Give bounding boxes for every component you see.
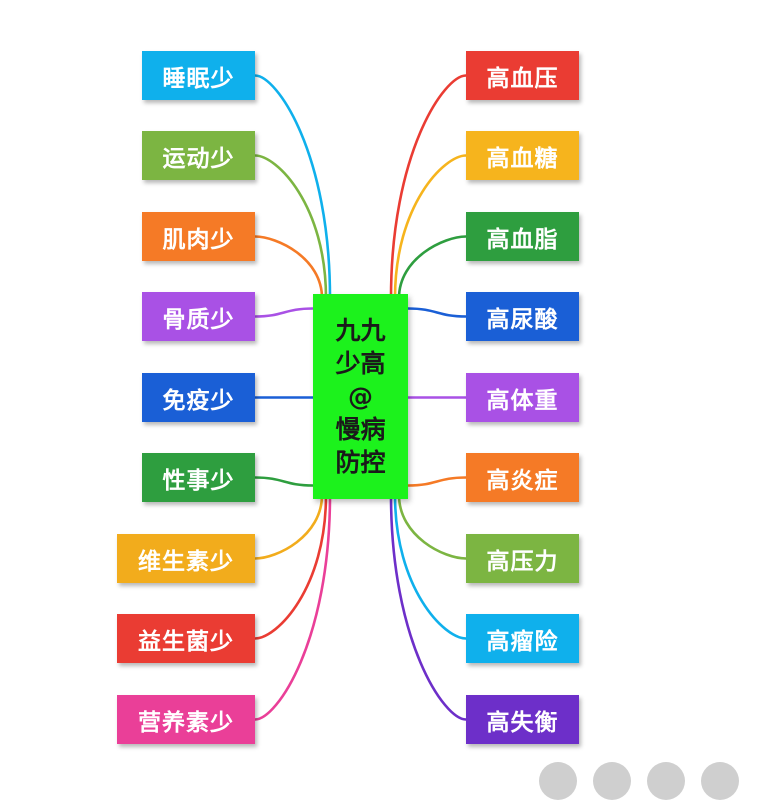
right-connector-3 — [407, 307, 467, 318]
right-node-uric-acid: 高尿酸 — [466, 292, 579, 341]
left-connector-1 — [254, 154, 328, 299]
left-node-vitamin: 维生素少 — [117, 534, 255, 583]
left-node-probiotic: 益生菌少 — [117, 614, 255, 663]
right-node-blood-lipid: 高血脂 — [466, 212, 579, 261]
right-node-inflammation: 高炎症 — [466, 453, 579, 502]
right-connector-7 — [393, 494, 467, 640]
connector-lines — [254, 74, 467, 721]
page-dot[interactable] — [539, 762, 577, 800]
right-connector-0 — [389, 74, 467, 299]
right-node-weight: 高体重 — [466, 373, 579, 422]
right-connector-8 — [389, 494, 467, 721]
right-node-imbalance: 高失衡 — [466, 695, 579, 744]
left-node-exercise: 运动少 — [142, 131, 255, 180]
center-node: 九九 少高 @ 慢病 防控 — [313, 294, 408, 499]
right-connector-1 — [393, 154, 467, 299]
page-dot[interactable] — [647, 762, 685, 800]
left-connector-8 — [254, 494, 332, 721]
left-node-sex: 性事少 — [142, 453, 255, 502]
right-node-blood-pressure: 高血压 — [466, 51, 579, 100]
left-connector-5 — [254, 476, 314, 487]
page-dot[interactable] — [701, 762, 739, 800]
left-node-sleep: 睡眠少 — [142, 51, 255, 100]
left-node-muscle: 肌肉少 — [142, 212, 255, 261]
left-connector-0 — [254, 74, 332, 299]
left-node-immunity: 免疫少 — [142, 373, 255, 422]
left-connector-7 — [254, 494, 328, 640]
left-node-bone: 骨质少 — [142, 292, 255, 341]
left-connector-6 — [254, 494, 324, 560]
left-connector-2 — [254, 235, 324, 299]
right-node-tumor-risk: 高瘤险 — [466, 614, 579, 663]
right-node-blood-sugar: 高血糖 — [466, 131, 579, 180]
mind-map: 九九 少高 @ 慢病 防控 睡眠少 运动少 肌肉少 骨质少 免疫少 性事少 维生… — [117, 51, 757, 800]
left-connector-3 — [254, 307, 314, 318]
page-indicator — [535, 757, 757, 800]
right-node-stress: 高压力 — [466, 534, 579, 583]
left-node-nutrient: 营养素少 — [117, 695, 255, 744]
page-dot[interactable] — [593, 762, 631, 800]
right-connector-6 — [397, 494, 467, 560]
center-line-4: 慢病 — [335, 415, 386, 444]
center-line-2: 少高 — [335, 349, 386, 378]
center-line-3: @ — [348, 382, 373, 411]
right-connector-5 — [407, 476, 467, 487]
center-line-5: 防控 — [335, 448, 386, 477]
center-line-1: 九九 — [335, 316, 386, 345]
right-connector-2 — [397, 235, 467, 299]
